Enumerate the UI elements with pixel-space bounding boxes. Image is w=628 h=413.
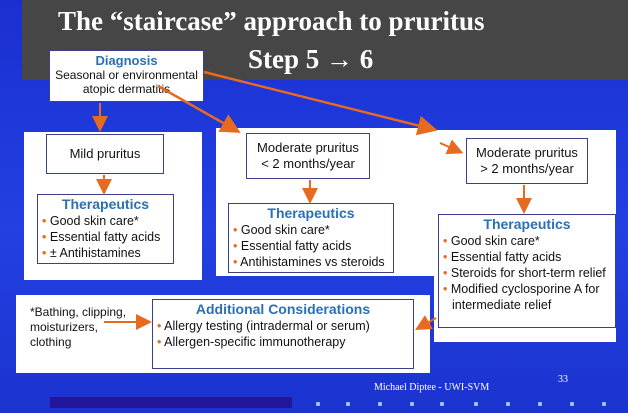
list-item: • Good skin care* <box>42 214 139 228</box>
slide-subtitle-step: Step 5 → 6 <box>248 44 374 74</box>
list-item: • Steroids for short-term relief <box>443 266 606 280</box>
moderate-long-line1: Moderate pruritus <box>476 145 578 160</box>
footer-dot <box>440 402 444 406</box>
list-item: • Modified cyclosporine A for <box>443 282 600 296</box>
therapeutics-heading: Therapeutics <box>483 216 571 232</box>
therapeutics-moderate-long-box: Therapeutics • Good skin care* • Essenti… <box>438 214 616 328</box>
arrow-diag-to-moderate-long <box>203 70 438 136</box>
slide-title: The “staircase” approach to pruritus <box>58 6 485 36</box>
footer-dot <box>316 402 320 406</box>
footer-dot <box>474 402 478 406</box>
therapeutics-moderate-short-box: Therapeutics • Good skin care* • Essenti… <box>228 203 394 273</box>
list-item: • Good skin care* <box>233 223 330 237</box>
mild-pruritus-box: Mild pruritus <box>46 134 164 174</box>
footer-dot <box>570 402 574 406</box>
footer-dot <box>378 402 382 406</box>
diagnosis-heading: Diagnosis <box>95 53 158 68</box>
arrow-into-moderate-long <box>439 139 464 155</box>
moderate-short-line2: < 2 months/year <box>261 156 355 171</box>
footnote: *Bathing, clipping, moisturizers, clothi… <box>30 305 127 349</box>
moderate-short-box: Moderate pruritus < 2 months/year <box>246 133 370 179</box>
list-item: • Essential fatty acids <box>42 230 161 244</box>
therapeutics-mild-box: Therapeutics • Good skin care* • Essenti… <box>37 194 174 264</box>
therapeutics-heading: Therapeutics <box>267 205 355 221</box>
footer-dot <box>346 402 350 406</box>
footer-dot <box>602 402 606 406</box>
moderate-long-box: Moderate pruritus > 2 months/year <box>466 138 588 184</box>
list-item: • Allergen-specific immunotherapy <box>157 335 346 349</box>
slide-number: 33 <box>558 374 568 385</box>
diagnosis-box: Diagnosis Seasonal or environmental atop… <box>49 50 204 102</box>
moderate-short-line1: Moderate pruritus <box>257 140 359 155</box>
additional-considerations-box: Additional Considerations • Allergy test… <box>152 299 414 369</box>
list-item: • Essential fatty acids <box>233 239 352 253</box>
therapeutics-heading: Therapeutics <box>61 196 150 212</box>
arrow-therapeutics-to-additional <box>415 315 437 330</box>
footer-credit: Michael Diptee - UWI-SVM <box>374 382 490 393</box>
list-item: • Essential fatty acids <box>443 250 562 264</box>
list-item: • Good skin care* <box>443 234 540 248</box>
list-item-continuation: intermediate relief <box>452 298 552 312</box>
list-item: • Allergy testing (intradermal or serum) <box>157 319 370 333</box>
arrow-diag-to-moderate-short <box>157 84 241 133</box>
moderate-long-line2: > 2 months/year <box>480 161 574 176</box>
footer-dot <box>410 402 414 406</box>
diagnosis-line1: Seasonal or environmental <box>55 68 198 82</box>
list-item: • ± Antihistamines <box>42 246 141 260</box>
list-item: • Antihistamines vs steroids <box>233 255 385 269</box>
bottom-bar <box>50 397 292 408</box>
footer-dot <box>538 402 542 406</box>
footer-dot <box>506 402 510 406</box>
diagnosis-line2: atopic dermatitis <box>82 82 171 96</box>
additional-heading: Additional Considerations <box>195 301 371 317</box>
